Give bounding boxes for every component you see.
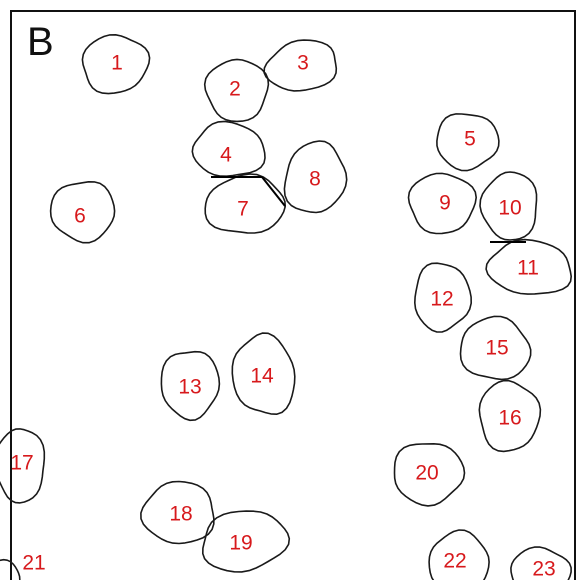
cell-label-15: 15 — [485, 337, 508, 360]
panel-letter: B — [27, 20, 54, 64]
cell-label-14: 14 — [250, 365, 274, 388]
cell-label-8: 8 — [309, 168, 321, 191]
cell-label-17: 17 — [10, 452, 33, 475]
cell-label-10: 10 — [498, 197, 521, 220]
cell-label-9: 9 — [439, 192, 451, 215]
cell-label-13: 13 — [178, 376, 201, 399]
cell-label-11: 11 — [517, 257, 539, 280]
cell-label-2: 2 — [229, 78, 241, 101]
cell-label-12: 12 — [430, 288, 453, 311]
cell-outline-21 — [0, 560, 20, 580]
boundary-7-8 — [262, 177, 285, 206]
cell-label-16: 16 — [498, 407, 521, 430]
cell-label-3: 3 — [297, 52, 309, 75]
cell-label-21: 21 — [22, 552, 45, 575]
cell-label-23: 23 — [532, 558, 555, 581]
cell-label-20: 20 — [415, 462, 438, 485]
cell-label-19: 19 — [229, 532, 252, 555]
cell-outlines — [0, 35, 571, 580]
cell-label-5: 5 — [464, 128, 476, 151]
cell-label-22: 22 — [443, 550, 466, 573]
cell-label-18: 18 — [169, 503, 192, 526]
cell-label-7: 7 — [237, 198, 249, 221]
cell-label-1: 1 — [111, 52, 123, 75]
cell-label-6: 6 — [74, 205, 86, 228]
cell-label-4: 4 — [220, 144, 232, 167]
panel-frame — [11, 11, 575, 580]
